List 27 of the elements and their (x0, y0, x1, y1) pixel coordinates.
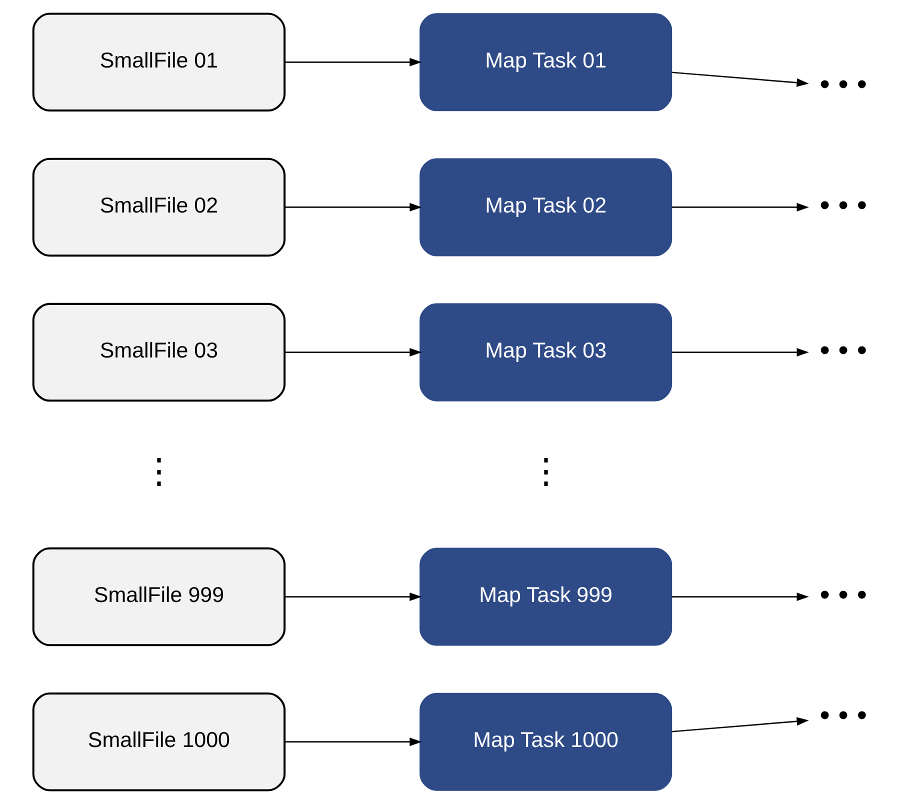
node-box: Map Task 03 (420, 303, 672, 402)
node-text: • • • (820, 578, 868, 612)
arrow (285, 58, 422, 66)
arrow (285, 348, 422, 357)
node-text: • • • (820, 699, 868, 732)
arrow (285, 202, 422, 212)
arrow (672, 72, 809, 87)
node-text: • • • (820, 334, 868, 367)
arrow (672, 348, 809, 357)
node-box: SmallFile 01 (32, 12, 286, 112)
node-box: SmallFile 02 (32, 158, 286, 257)
arrow (672, 592, 809, 602)
arrow (285, 738, 422, 746)
node-box: SmallFile 1000 (32, 692, 286, 792)
label: ⋮ (141, 452, 176, 491)
arrow (285, 592, 422, 602)
node-box: Map Task 02 (420, 158, 672, 256)
node-text: • • • (820, 68, 868, 101)
arrow (672, 717, 809, 732)
node-box: Map Task 1000 (420, 692, 672, 791)
node-text: • • • (820, 188, 868, 222)
arrow (672, 202, 809, 212)
node-box: SmallFile 03 (32, 302, 286, 402)
label: ⋮ (528, 452, 564, 491)
node-box: SmallFile 999 (32, 547, 286, 646)
node-box: Map Task 01 (420, 13, 672, 112)
node-box: Map Task 999 (420, 548, 672, 646)
